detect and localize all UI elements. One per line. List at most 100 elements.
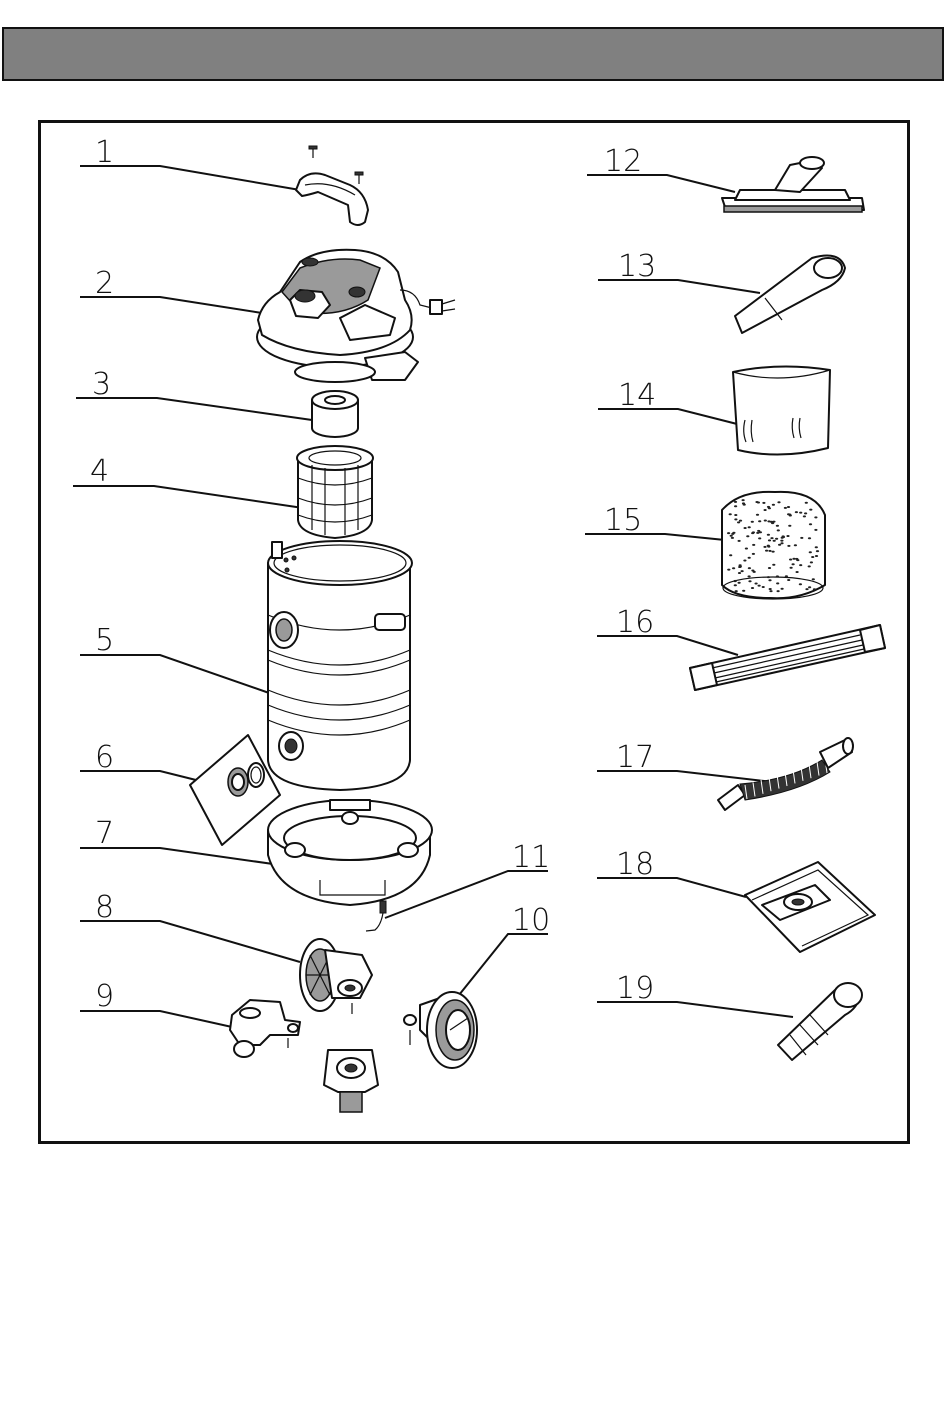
part-12-floor-nozzle [722,157,864,212]
foam-texture-dot [748,557,751,559]
leader-3 [76,398,312,420]
foam-texture-dot [758,585,761,587]
foam-texture-dot [742,502,745,504]
foam-texture-dot [805,588,808,590]
foam-texture-dot [773,540,776,542]
foam-texture-dot [734,518,737,520]
foam-texture-dot [799,512,802,514]
part-15-foam-sleeve [722,492,825,599]
foam-texture-dot [731,533,734,535]
foam-texture-dot [751,587,754,589]
foam-texture-dot [751,570,754,572]
foam-texture-dot [739,564,742,566]
foam-texture-dot [738,540,741,542]
leader-4 [73,486,303,508]
foam-texture-dot [787,579,790,581]
foam-texture-dot [769,590,772,592]
foam-texture-dot [795,558,798,560]
part-9-caster-bracket [230,1000,300,1057]
callout-16: 16 [616,605,654,640]
foam-texture-dot [775,538,778,540]
foam-texture-dot [727,569,730,571]
foam-texture-dot [732,567,735,569]
foam-texture-dot [731,537,734,539]
foam-texture-dot [784,507,787,509]
foam-texture-dot [741,570,744,572]
callout-9: 9 [95,979,114,1014]
foam-texture-dot [745,548,748,550]
foam-texture-dot [730,535,733,537]
part-2-motor-head [257,250,455,382]
foam-texture-dot [735,590,738,592]
foam-texture-dot [780,542,783,544]
foam-texture-dot [803,515,806,517]
foam-texture-dot [795,511,798,513]
callout-17: 17 [616,740,654,775]
part-5-tank [268,541,412,790]
callout-15: 15 [604,503,642,538]
leader-lines [73,166,793,1027]
foam-texture-dot [777,501,780,503]
foam-texture-dot [739,520,742,522]
foam-texture-dot [746,535,749,537]
part-14-filter-bag [733,366,830,454]
foam-texture-dot [751,521,754,523]
foam-texture-dot [765,550,768,552]
callout-19: 19 [616,971,654,1006]
foam-texture-dot [780,540,783,542]
part-18-dust-bag [745,862,875,952]
foam-texture-dot [808,565,811,567]
foam-texture-dot [777,529,780,531]
foam-texture-dot [781,588,784,590]
part-16-extension-tube [690,625,885,690]
callout-10: 10 [512,903,550,938]
foam-texture-dot [816,550,819,552]
foam-texture-dot [777,590,780,592]
foam-texture-dot [805,502,808,504]
foam-texture-dot [742,499,745,501]
foam-texture-dot [748,575,751,577]
foam-texture-dot [755,583,758,585]
foam-texture-dot [768,579,771,581]
foam-texture-dot [748,526,751,528]
foam-texture-dot [767,506,770,508]
foam-texture-dot [738,582,741,584]
foam-texture-dot [776,575,779,577]
foam-texture-dot [752,544,755,546]
foam-texture-dot [778,544,781,546]
foam-texture-dot [808,586,811,588]
foam-texture-dot [814,516,817,518]
foam-texture-dot [763,546,766,548]
callout-14: 14 [618,378,656,413]
foam-texture-dot [748,567,751,569]
foam-texture-dot [744,527,747,529]
foam-texture-dot [788,525,791,527]
foam-texture-dot [729,554,732,556]
callout-2: 2 [95,266,114,301]
foam-texture-dot [758,520,761,522]
callout-13: 13 [618,249,656,284]
foam-texture-dot [787,545,790,547]
foam-texture-dot [762,502,765,504]
part-13-crevice-tool [735,256,845,333]
part-8-swivel-caster [300,939,372,1014]
foam-texture-dot [809,509,812,511]
foam-texture-dot [772,504,775,506]
part-3-foam-cylinder [312,391,358,437]
foam-texture-dot [768,567,771,569]
foam-texture-dot [729,513,732,515]
foam-texture-dot [734,505,737,507]
foam-texture-dot [756,532,759,534]
foam-texture-dot [776,582,779,584]
foam-texture-dot [734,584,737,586]
callout-18: 18 [616,847,654,882]
foam-texture-dot [799,583,802,585]
foam-texture-dot [794,544,797,546]
foam-texture-dot [796,571,799,573]
foam-texture-dot [768,550,771,552]
callout-7: 7 [95,816,114,851]
part-10-wheel [404,992,477,1068]
foam-texture-dot [815,546,818,548]
foam-texture-dot [782,535,785,537]
